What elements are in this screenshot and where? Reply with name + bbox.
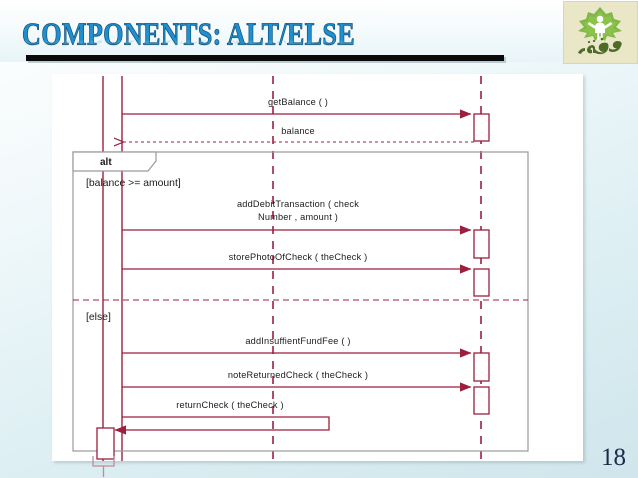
- alt-operator-label: alt: [100, 157, 112, 168]
- sequence-diagram-panel: getBalance ( ) balance alt [balance >= a…: [52, 74, 583, 461]
- activation-box-entity-2: [473, 229, 490, 259]
- header-band: [0, 0, 638, 62]
- activation-box-actor-return: [96, 427, 115, 460]
- person-figure-icon: [587, 15, 613, 40]
- tree-person-logo: [563, 1, 638, 64]
- logo-icon: [564, 2, 637, 63]
- message-label-storephotoofcheck: storePhotoOfCheck ( theCheck ): [229, 252, 368, 262]
- message-label-adddebittransaction: addDebitTransaction ( check: [237, 199, 359, 209]
- message-label-notereturnedcheck: noteReturnedCheck ( theCheck ): [228, 370, 368, 380]
- alt-fragment-frame: [72, 151, 529, 452]
- message-arrow-returncheck: [114, 416, 330, 435]
- actor-lifeline-tail: [92, 456, 115, 477]
- page-title: Components: Alt/Else: [22, 16, 356, 52]
- title-underline-rule: [26, 55, 504, 61]
- activation-box-entity-5: [473, 386, 490, 415]
- activation-box-entity-1: [473, 113, 490, 142]
- sequence-diagram: getBalance ( ) balance alt [balance >= a…: [52, 74, 583, 461]
- activation-box-entity-4: [473, 352, 490, 382]
- message-label-balance: balance: [281, 126, 315, 136]
- guard-label-else: [else]: [86, 312, 111, 323]
- slide-page-number: 18: [601, 444, 626, 471]
- message-label-adddebittransaction-line2: Number , amount ): [258, 212, 338, 222]
- message-label-getbalance: getBalance ( ): [268, 97, 328, 107]
- message-label-addinsuffientfundfee: addInsuffientFundFee ( ): [245, 336, 350, 346]
- alt-operator-tab: [72, 151, 157, 172]
- arabic-script: [578, 37, 622, 55]
- guard-label-balance-ge-amount: [balance >= amount]: [86, 178, 181, 189]
- message-label-returncheck: returnCheck ( theCheck ): [176, 400, 283, 410]
- page-title-reflection: Components: Alt/Else: [22, 41, 355, 46]
- activation-box-entity-3: [473, 268, 490, 297]
